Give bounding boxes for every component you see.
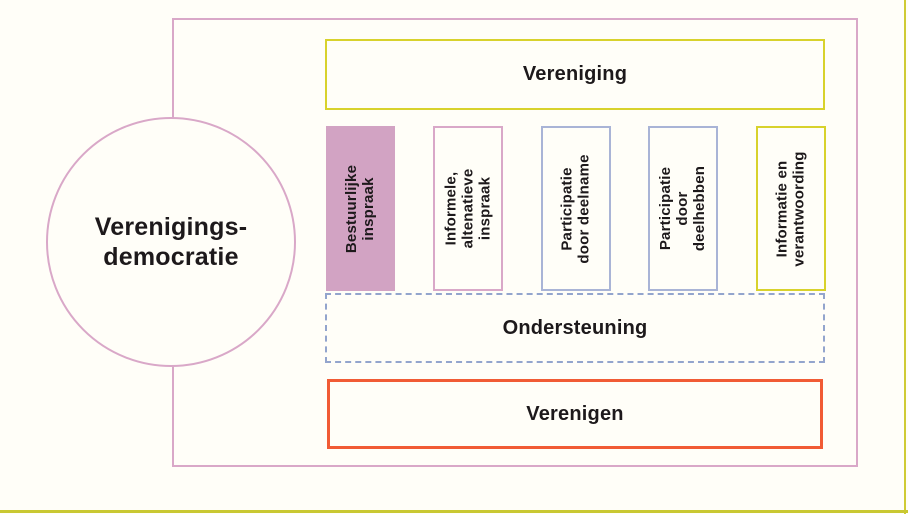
- verenigingsdemocratie-circle: Verenigings- democratie: [46, 117, 296, 367]
- vereniging-box: Vereniging: [325, 39, 825, 110]
- circle-label-line2: democratie: [103, 243, 239, 271]
- ondersteuning-label: Ondersteuning: [502, 316, 648, 339]
- column-participatie-door-deelhebben: Participatie door deelhebben: [648, 126, 718, 291]
- frame-edge-bottom: [0, 510, 908, 513]
- column-informele-altenatieve-inspraak-label: Informele, altenatieve inspraak: [442, 168, 494, 249]
- column-bestuurlijke-inspraak-label: Bestuurlijke inspraak: [343, 164, 378, 253]
- ondersteuning-box: Ondersteuning: [325, 293, 825, 363]
- frame-edge-right: [904, 0, 906, 514]
- column-participatie-door-deelname-label: Participatie door deelname: [559, 153, 594, 264]
- verenigen-box: Verenigen: [327, 379, 823, 449]
- column-informele-altenatieve-inspraak: Informele, altenatieve inspraak: [433, 126, 503, 291]
- column-informatie-en-verantwoording: Informatie en verantwoording: [756, 126, 826, 291]
- vereniging-label: Vereniging: [522, 63, 628, 85]
- column-bestuurlijke-inspraak: Bestuurlijke inspraak: [326, 126, 395, 291]
- column-participatie-door-deelhebben-label: Participatie door deelhebben: [657, 165, 709, 252]
- column-informatie-en-verantwoording-label: Informatie en verantwoording: [774, 150, 808, 267]
- verenigen-label: Verenigen: [526, 402, 624, 425]
- circle-label-line1: Verenigings-: [94, 213, 248, 241]
- column-participatie-door-deelname: Participatie door deelname: [541, 126, 611, 291]
